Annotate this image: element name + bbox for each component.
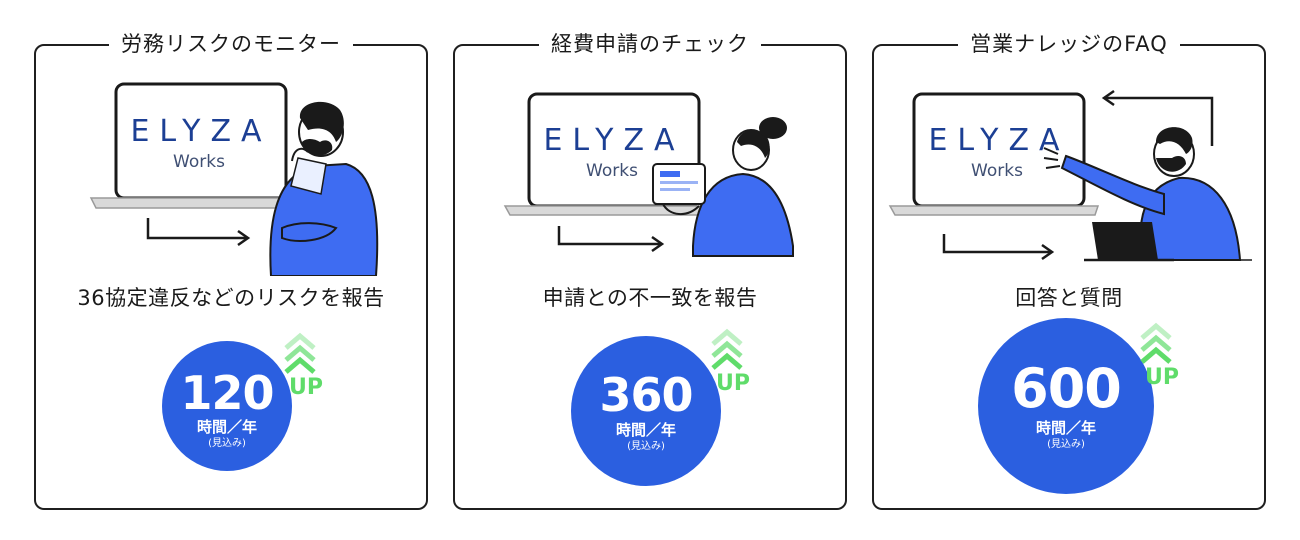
savings-value: 120 [180, 366, 274, 420]
up-arrow-icon: UP [284, 332, 323, 398]
savings-badge: 360 時間／年 (見込み) [571, 336, 721, 486]
panel-title: 営業ナレッジのFAQ [958, 30, 1180, 58]
savings-note: (見込み) [208, 438, 246, 449]
panel-description: 回答と質問 [1015, 286, 1123, 310]
savings-note: (見込み) [1047, 439, 1085, 450]
savings-unit: 時間／年 [1035, 419, 1096, 437]
panel-sales-faq: 営業ナレッジのFAQ ELYZA Works 回答と質問 600 時間／年 (見… [872, 30, 1266, 510]
laptop-person-illustration: ELYZA Works [503, 92, 794, 257]
logo-works: Works [971, 161, 1023, 181]
up-arrow-icon: UP [711, 328, 750, 394]
panel-title-wrap: 営業ナレッジのFAQ [874, 30, 1264, 58]
up-label: UP [716, 371, 750, 394]
panel-labor-risk: 労務リスクのモニター ELYZA Works 36協定違反などのリスクを報告 1… [34, 30, 428, 510]
panel-title-wrap: 労務リスクのモニター [36, 30, 426, 58]
savings-badge: 120 時間／年 (見込み) [162, 341, 292, 471]
panel-title: 労務リスクのモニター [109, 30, 353, 58]
logo-elyza: ELYZA [928, 123, 1069, 158]
panel-description: 36協定違反などのリスクを報告 [77, 286, 385, 310]
savings-value: 360 [599, 368, 693, 422]
savings-note: (見込み) [627, 441, 665, 452]
panel-title-wrap: 経費申請のチェック [455, 30, 845, 58]
up-label: UP [1145, 365, 1179, 388]
panel-expense-check: 経費申請のチェック ELYZA Works 申請との不一致を報告 360 時間／… [453, 30, 847, 510]
up-arrow-icon: UP [1140, 322, 1179, 388]
savings-value: 600 [1011, 357, 1122, 420]
laptop-person-illustration: ELYZA Works [89, 82, 379, 276]
savings-unit: 時間／年 [615, 421, 676, 439]
savings-unit: 時間／年 [196, 418, 257, 436]
panel-title: 経費申請のチェック [539, 30, 761, 58]
logo-works: Works [173, 152, 225, 172]
logo-works: Works [586, 161, 638, 181]
savings-badge: 600 時間／年 (見込み) [978, 318, 1154, 494]
logo-elyza: ELYZA [130, 114, 271, 149]
laptop-person-illustration: ELYZA Works [888, 89, 1252, 262]
up-label: UP [289, 375, 323, 398]
panel-description: 申請との不一致を報告 [542, 286, 758, 310]
logo-elyza: ELYZA [543, 123, 684, 158]
